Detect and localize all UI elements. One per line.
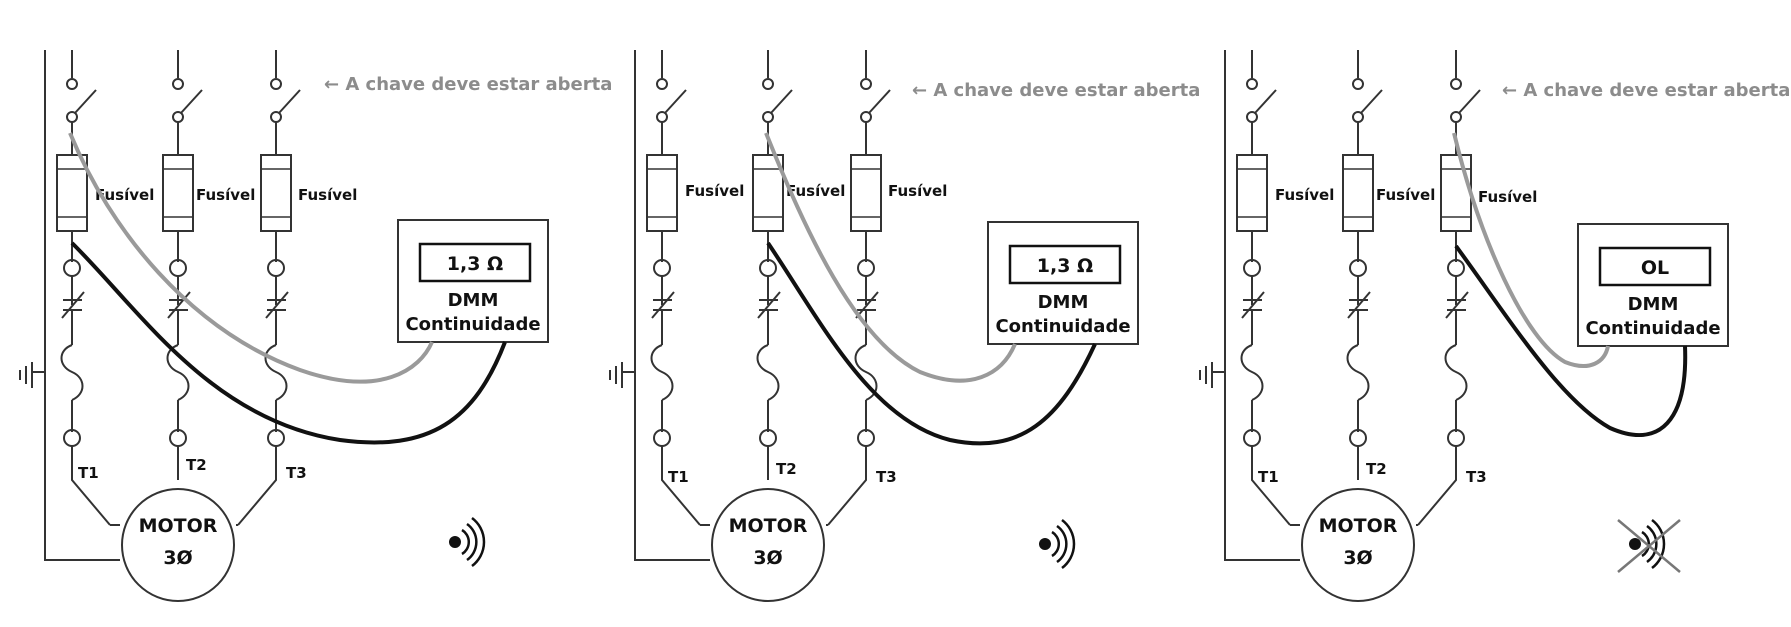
fuse-label-3: Fusível <box>1478 188 1537 206</box>
dmm-reading: 1,3 Ω <box>1037 255 1093 277</box>
beeper-on-icon <box>1039 519 1076 569</box>
fuse-icon <box>56 154 88 232</box>
phase-column-1 <box>56 50 111 526</box>
overload-heater-icon <box>264 344 288 401</box>
phase-column-2 <box>162 50 203 480</box>
dmm-reading: OL <box>1641 257 1669 279</box>
fuse-label-1: Fusível <box>685 182 744 200</box>
phase-column-1 <box>646 50 701 526</box>
panel-3: MOTOR 3Ø Fusível Fusível Fusível T1 T2 T… <box>1199 50 1790 602</box>
supply-frame <box>1224 50 1300 561</box>
motor-label: MOTOR <box>1319 515 1398 537</box>
supply-frame <box>44 50 120 561</box>
ground-icon <box>19 362 45 388</box>
test-lead-black <box>1454 244 1688 438</box>
fuse-icon <box>1440 154 1472 232</box>
panel-2: MOTOR 3Ø Fusível Fusível Fusível T1 T2 T… <box>609 50 1200 602</box>
dmm-mode-label: Continuidade <box>995 316 1130 337</box>
phase-column-3 <box>237 50 301 526</box>
dmm-display <box>418 242 532 283</box>
phase-column-2 <box>1342 50 1383 480</box>
dmm-meter: OL DMM Continuidade <box>1577 223 1729 347</box>
switch-blade <box>74 89 97 114</box>
fuse-icon <box>646 154 678 232</box>
motor: MOTOR 3Ø <box>1290 488 1418 602</box>
phase-column-3 <box>827 50 891 526</box>
fuse-icon <box>850 154 882 232</box>
overload-heater-icon <box>60 344 84 401</box>
phase-column-2 <box>752 50 793 480</box>
fuse-label-1: Fusível <box>95 186 154 204</box>
dmm-meter: 1,3 Ω DMM Continuidade <box>987 221 1139 345</box>
terminal-label-t1: T1 <box>1258 468 1279 486</box>
fuse-label-1: Fusível <box>1275 186 1334 204</box>
overload-heater-icon <box>650 344 674 401</box>
switch-open-note: ← A chave deve estar aberta <box>1502 80 1790 101</box>
dmm-reading: 1,3 Ω <box>447 253 503 275</box>
phase-column-1 <box>1236 50 1291 526</box>
terminal-label-t2: T2 <box>776 460 797 478</box>
ground-icon <box>609 362 635 388</box>
motor: MOTOR 3Ø <box>110 488 238 602</box>
dmm-display <box>1008 244 1122 285</box>
phase-column-3 <box>1417 50 1481 526</box>
fuse-icon <box>162 154 194 232</box>
fuse-label-2: Fusível <box>786 182 845 200</box>
terminal-label-t2: T2 <box>186 456 207 474</box>
beeper-on-icon <box>449 517 486 567</box>
fuse-label-3: Fusível <box>298 186 357 204</box>
overload-heater-icon <box>166 344 190 401</box>
ground-icon <box>1199 362 1225 388</box>
motor-label: MOTOR <box>729 515 808 537</box>
fuse-label-2: Fusível <box>1376 186 1435 204</box>
motor-phase-label: 3Ø <box>163 547 192 569</box>
fuse-label-2: Fusível <box>196 186 255 204</box>
switch-open-note: ← A chave deve estar aberta <box>912 80 1200 101</box>
terminal-label-t3: T3 <box>286 464 307 482</box>
dmm-mode-label: Continuidade <box>1585 318 1720 339</box>
dmm-label: DMM <box>1628 294 1679 315</box>
fuse-icon <box>1342 154 1374 232</box>
overload-heater-icon <box>1346 344 1370 401</box>
switch-open-note: ← A chave deve estar aberta <box>324 74 612 95</box>
dmm-mode-label: Continuidade <box>405 314 540 335</box>
dmm-meter: 1,3 Ω DMM Continuidade <box>397 219 549 343</box>
test-lead-gray <box>1452 132 1610 368</box>
fuse-label-3: Fusível <box>888 182 947 200</box>
overload-heater-icon <box>756 344 780 401</box>
motor-phase-label: 3Ø <box>753 547 782 569</box>
terminal-label-t2: T2 <box>1366 460 1387 478</box>
motor-phase-label: 3Ø <box>1343 547 1372 569</box>
terminal-label-t1: T1 <box>668 468 689 486</box>
dmm-label: DMM <box>448 290 499 311</box>
panel-1: MOTOR 3Ø Fusível Fusível Fusível T1 T2 T… <box>19 50 612 602</box>
terminal-label-t3: T3 <box>1466 468 1487 486</box>
terminal-label-t3: T3 <box>876 468 897 486</box>
dmm-label: DMM <box>1038 292 1089 313</box>
fuse-icon <box>260 154 292 232</box>
beeper-muted-icon <box>1617 519 1681 573</box>
test-lead-gray <box>68 132 434 384</box>
test-lead-gray <box>764 132 1017 383</box>
terminal-label-t1: T1 <box>78 464 99 482</box>
fuse-icon <box>1236 154 1268 232</box>
overload-heater-icon <box>1444 344 1468 401</box>
motor-label: MOTOR <box>139 515 218 537</box>
dmm-display <box>1598 246 1712 287</box>
motor: MOTOR 3Ø <box>700 488 828 602</box>
supply-frame <box>634 50 710 561</box>
test-lead-black <box>766 241 1097 446</box>
test-lead-black <box>70 241 507 445</box>
overload-heater-icon <box>1240 344 1264 401</box>
